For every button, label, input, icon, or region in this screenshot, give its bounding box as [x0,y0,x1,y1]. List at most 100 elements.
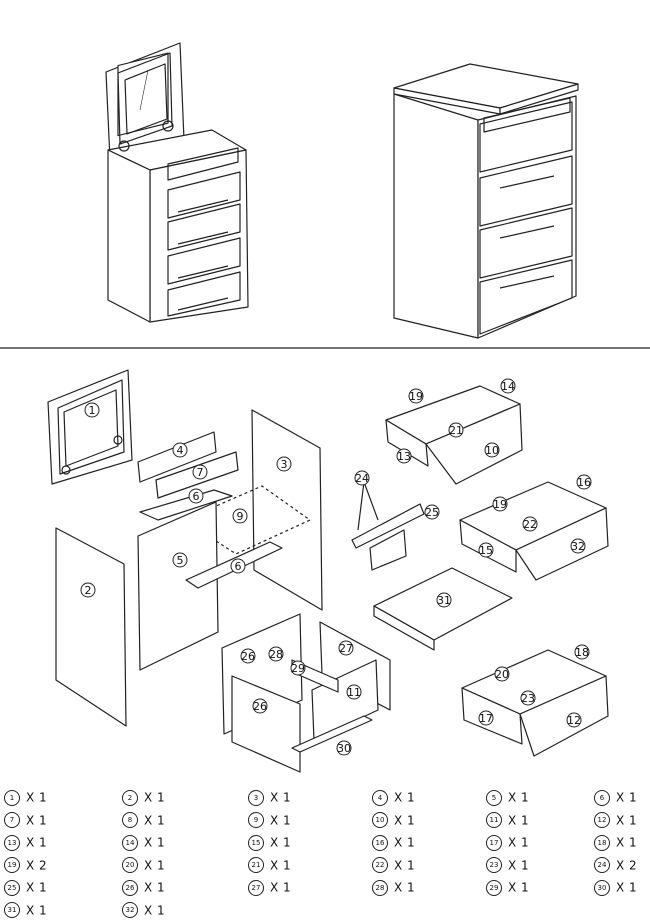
svg-text:11: 11 [347,686,361,699]
callout-5: 5 [172,552,188,568]
part-quantity: X 1 [144,813,166,827]
svg-text:19: 19 [493,498,507,511]
callout-10: 10 [484,442,500,458]
part-quantity: X 1 [144,790,166,805]
part-number: 22 [372,857,388,873]
callout-17: 17 [478,710,494,726]
svg-text:26: 26 [241,650,255,663]
part-number: 27 [248,879,264,896]
svg-text:32: 32 [571,540,585,553]
part-number: 23 [486,857,502,873]
part-quantity: X 1 [26,835,48,850]
part-entry: 27 X 1 [248,876,291,898]
part-quantity: X 1 [26,880,48,895]
svg-text:1: 1 [89,404,96,417]
svg-text:23: 23 [521,692,535,705]
svg-text:16: 16 [577,476,591,489]
callout-23: 23 [520,690,536,706]
part-number: 10 [372,812,388,828]
callout-19b: 19 [492,496,508,512]
callout-31: 31 [436,592,452,608]
svg-text:7: 7 [197,466,204,479]
callout-20: 20 [494,666,510,682]
part-entry: 21 X 1 [248,854,291,876]
svg-text:18: 18 [575,646,589,659]
callout-25: 25 [424,504,440,520]
part-quantity: X 1 [508,790,530,805]
part-quantity: X 1 [394,880,416,895]
part-quantity: X 1 [394,813,416,827]
svg-text:5: 5 [177,554,184,567]
part-entry: 31 X 1 [4,899,47,921]
part-quantity: X 1 [270,790,292,805]
part-number: 30 [594,879,610,896]
callout-15: 15 [478,542,494,558]
part-quantity: X 1 [616,835,638,850]
callout-6b: 6 [230,558,246,574]
svg-text:17: 17 [479,712,493,725]
part-number: 32 [122,902,138,918]
svg-text:31: 31 [437,594,451,607]
svg-text:4: 4 [177,444,184,457]
part-quantity: X 1 [26,903,48,917]
part-entry: 10 X 1 [372,809,415,831]
part-number: 7 [4,812,20,828]
chest-assembled [393,63,579,339]
part-quantity: X 1 [270,858,292,872]
part-quantity: X 1 [26,790,48,805]
part-quantity: X 1 [616,880,638,895]
part-number: 13 [4,834,20,851]
callout-14: 14 [500,378,516,394]
vanity-assembled [105,42,249,323]
part-number: 29 [486,879,502,896]
callout-6a: 6 [188,488,204,504]
part-number: 1 [4,789,20,806]
part-number: 31 [4,902,20,918]
callout-2: 2 [80,582,96,598]
callout-28: 28 [268,646,284,662]
svg-text:30: 30 [337,742,351,755]
callout-19a: 19 [408,388,424,404]
part-quantity: X 1 [616,813,638,827]
part-quantity: X 1 [270,880,292,895]
part-entry: 1 X 1 [4,786,47,808]
callout-26b: 26 [252,698,268,714]
part-number: 18 [594,834,610,851]
part-number: 16 [372,834,388,851]
callout-1: 1 [84,402,100,418]
part-quantity: X 1 [26,813,48,827]
callout-26a: 26 [240,648,256,664]
callout-7: 7 [192,464,208,480]
part-number: 21 [248,857,264,873]
assembly-diagram: 1 2 3 4 5 6 6 7 9 10 11 12 13 14 15 16 1… [0,42,650,773]
callout-24: 24 [354,470,370,486]
svg-text:27: 27 [339,642,353,655]
part-entry: 5 X 1 [486,786,529,808]
svg-text:28: 28 [269,648,283,661]
part-number: 5 [486,789,502,806]
callout-13: 13 [396,448,412,464]
part-number: 2 [122,789,138,806]
part-quantity: X 1 [144,835,166,850]
callout-18: 18 [574,644,590,660]
part-quantity: X 1 [144,880,166,895]
part-number: 12 [594,812,610,828]
exploded-view [47,369,609,773]
part-quantity: X 1 [394,790,416,805]
svg-text:21: 21 [449,424,463,437]
part-number: 19 [4,857,20,873]
callout-3: 3 [276,456,292,472]
